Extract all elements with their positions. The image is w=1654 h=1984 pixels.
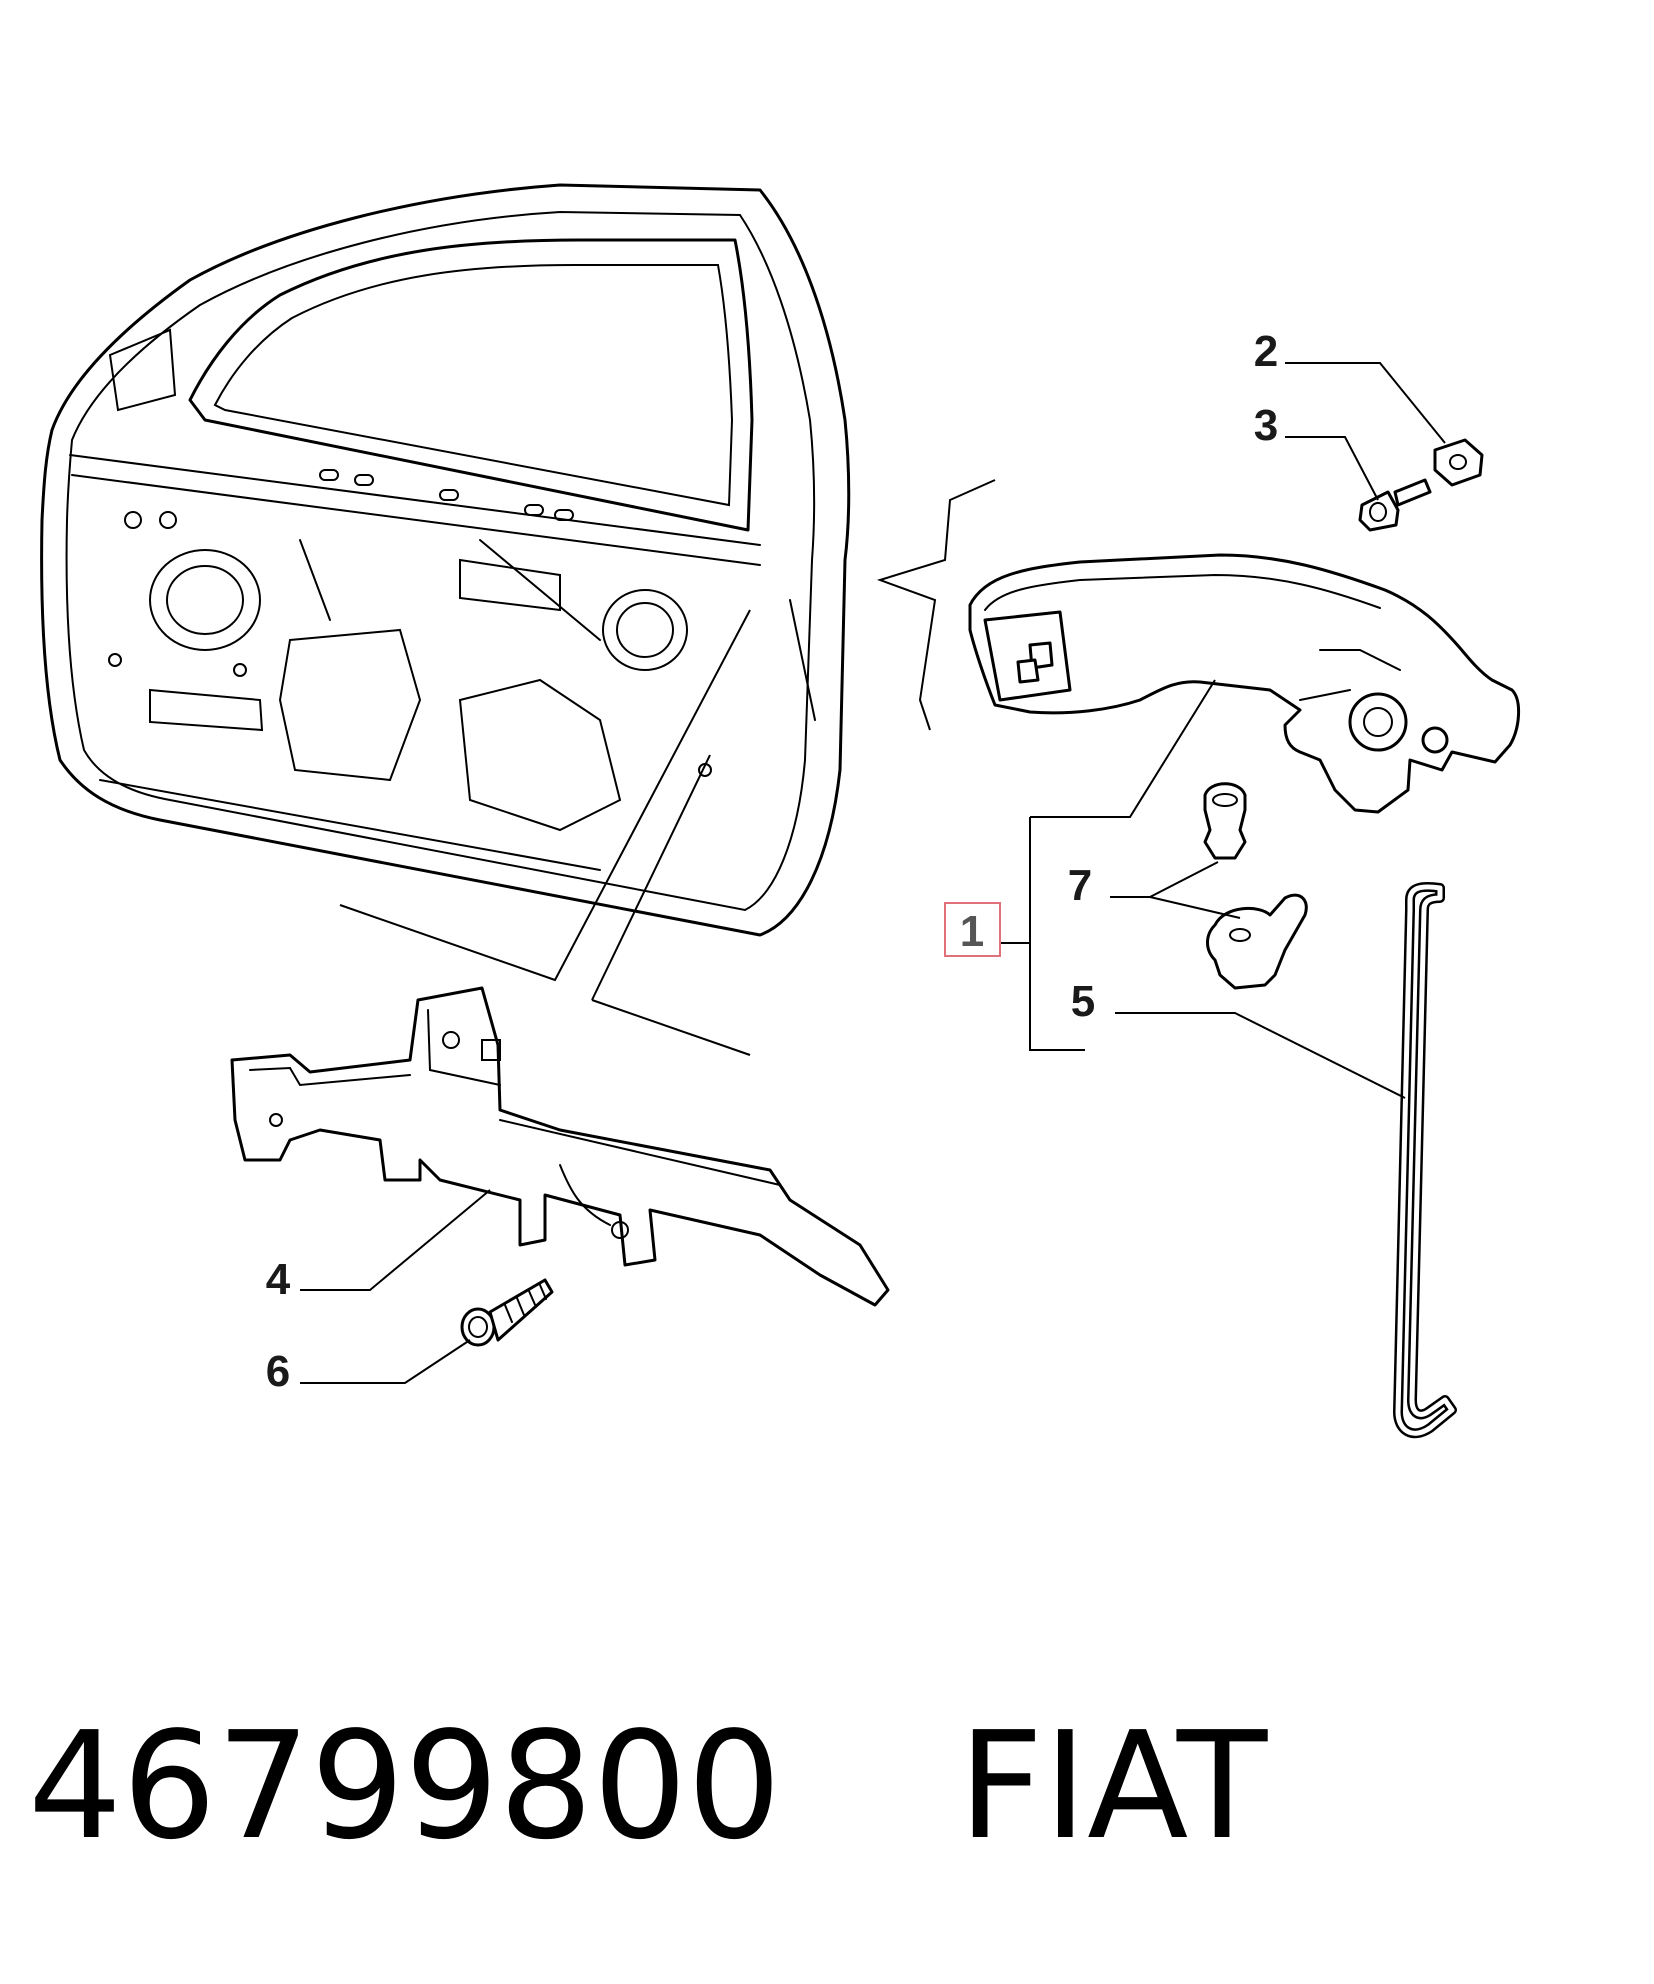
- clip-lower: [1206, 893, 1308, 990]
- callout-3: 3: [1254, 401, 1278, 450]
- rod: [1393, 881, 1457, 1439]
- leader-2: [1285, 362, 1446, 444]
- leader-4: [300, 1189, 491, 1291]
- leader-5: [1115, 1012, 1406, 1099]
- callout-7: 7: [1068, 861, 1092, 910]
- door-shell: [40, 183, 851, 937]
- brand-name: FIAT: [958, 1700, 1268, 1872]
- screw: [460, 1278, 554, 1347]
- clip-upper: [1203, 782, 1247, 860]
- callout-5: 5: [1071, 977, 1095, 1026]
- callout-2: 2: [1254, 327, 1278, 376]
- callout-1: 1: [960, 907, 984, 956]
- part-caption: 46799800 FIAT: [28, 1712, 1267, 1860]
- bolt: [1358, 478, 1432, 532]
- door-pointer-lines: [339, 609, 751, 1056]
- callout-1-highlight: [944, 902, 1001, 957]
- leader-7: [1110, 861, 1241, 919]
- callout-4: 4: [266, 1255, 291, 1304]
- leader-6: [300, 1339, 471, 1384]
- door-handle: [876, 479, 1520, 814]
- nut: [1433, 438, 1484, 487]
- leader-3: [1285, 436, 1379, 501]
- carrier-bracket: [230, 986, 890, 1307]
- part-number: 46799800: [28, 1700, 782, 1872]
- bracket-1: [1000, 679, 1216, 1051]
- callout-6: 6: [266, 1347, 290, 1396]
